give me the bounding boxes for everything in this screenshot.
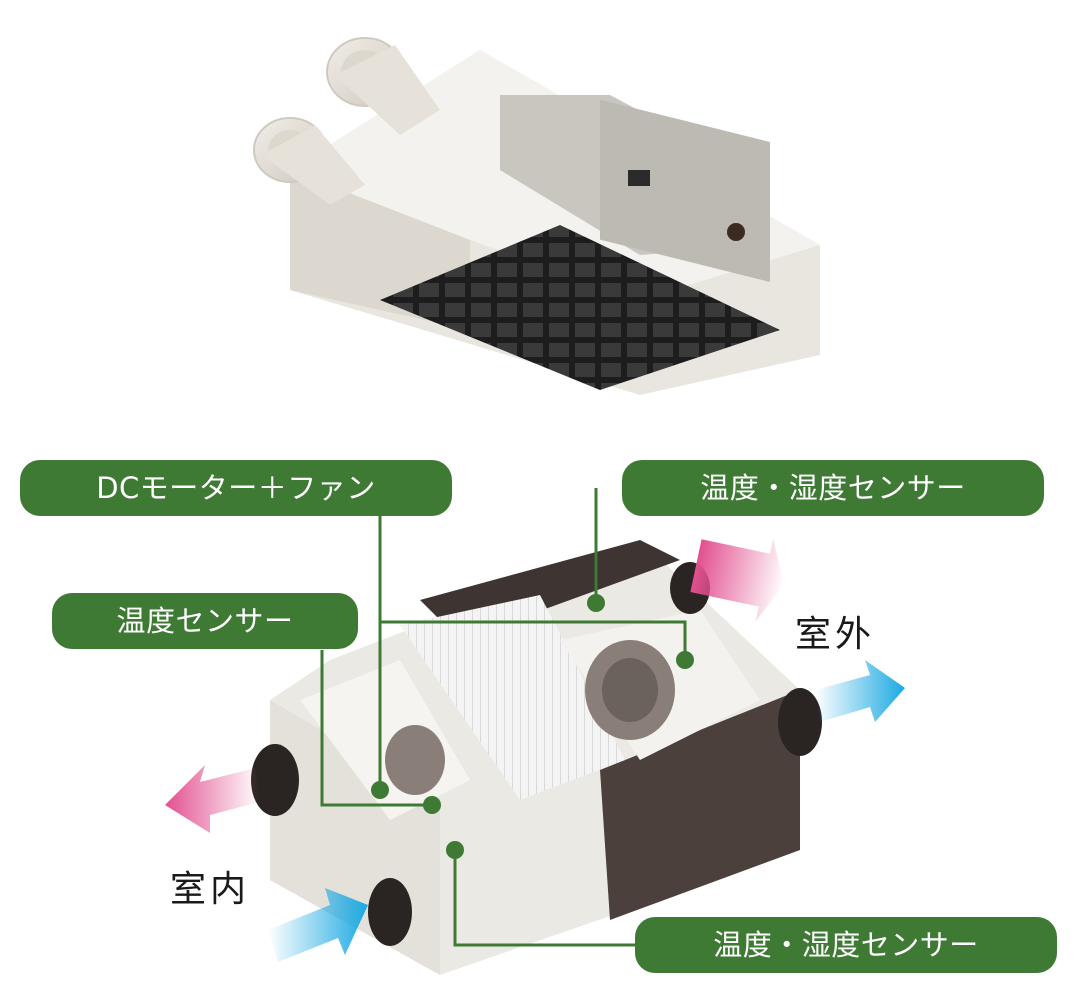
label-temp-sensor: 温度センサー [52, 593, 358, 649]
leader-dc-motor-branch [380, 620, 687, 660]
label-temp-humidity-sensor-bottom: 温度・湿度センサー [635, 917, 1057, 973]
arrow-outdoor-in [690, 539, 785, 622]
arrow-indoor-out [165, 765, 260, 833]
arrow-indoor-in [268, 888, 368, 962]
label-temp-humidity-sensor-top: 温度・湿度センサー [622, 460, 1044, 516]
dot-temp-sensor [423, 796, 441, 814]
label-indoor: 室内 [170, 869, 251, 910]
leader-temp-sensor [320, 650, 432, 807]
leader-lines [320, 488, 687, 947]
dot-temp-top [587, 594, 605, 612]
dot-outdoor-fan [676, 651, 694, 669]
top-unit-photo [253, 37, 820, 395]
arrow-outdoor-out [815, 660, 905, 722]
sensor-dots [371, 594, 694, 859]
label-outdoor: 室外 [795, 614, 876, 655]
label-dc-motor-fan: DCモーター＋ファン [20, 460, 452, 516]
dot-dc-motor [371, 781, 389, 799]
airflow-arrows [165, 539, 905, 962]
dot-temp-bottom [446, 841, 464, 859]
leader-temp-bottom [453, 850, 635, 947]
cutaway-unit-photo [251, 540, 822, 975]
